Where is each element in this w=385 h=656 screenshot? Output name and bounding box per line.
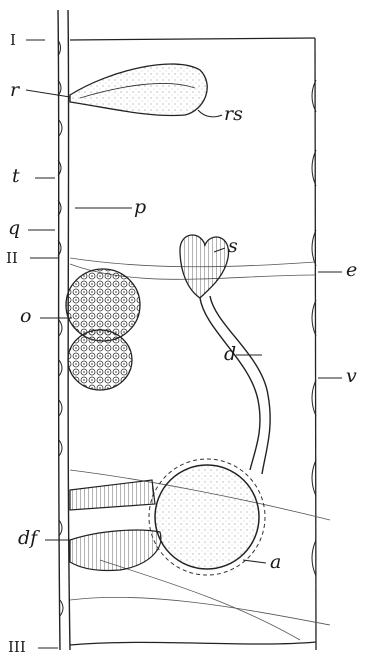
label-III: III — [8, 638, 26, 656]
label-p: p — [134, 196, 146, 218]
label-t: t — [12, 165, 20, 187]
label-rs: rs — [224, 103, 243, 125]
label-s: s — [228, 235, 238, 257]
spermatheca — [180, 235, 228, 298]
label-df: df — [18, 527, 40, 549]
label-a: a — [270, 551, 281, 573]
ovary — [66, 269, 140, 390]
label-v: v — [346, 365, 357, 387]
receptaculum-seminis — [70, 64, 207, 116]
label-I: I — [10, 31, 16, 49]
oviduct — [200, 296, 270, 474]
label-q: q — [8, 217, 20, 239]
label-e: e — [346, 259, 357, 281]
atrium — [149, 459, 265, 575]
label-o: o — [20, 305, 31, 327]
label-II: II — [6, 249, 18, 267]
left-body-wall — [58, 10, 70, 650]
label-d: d — [224, 343, 236, 365]
label-r: r — [10, 79, 21, 101]
male-duct — [70, 480, 161, 571]
